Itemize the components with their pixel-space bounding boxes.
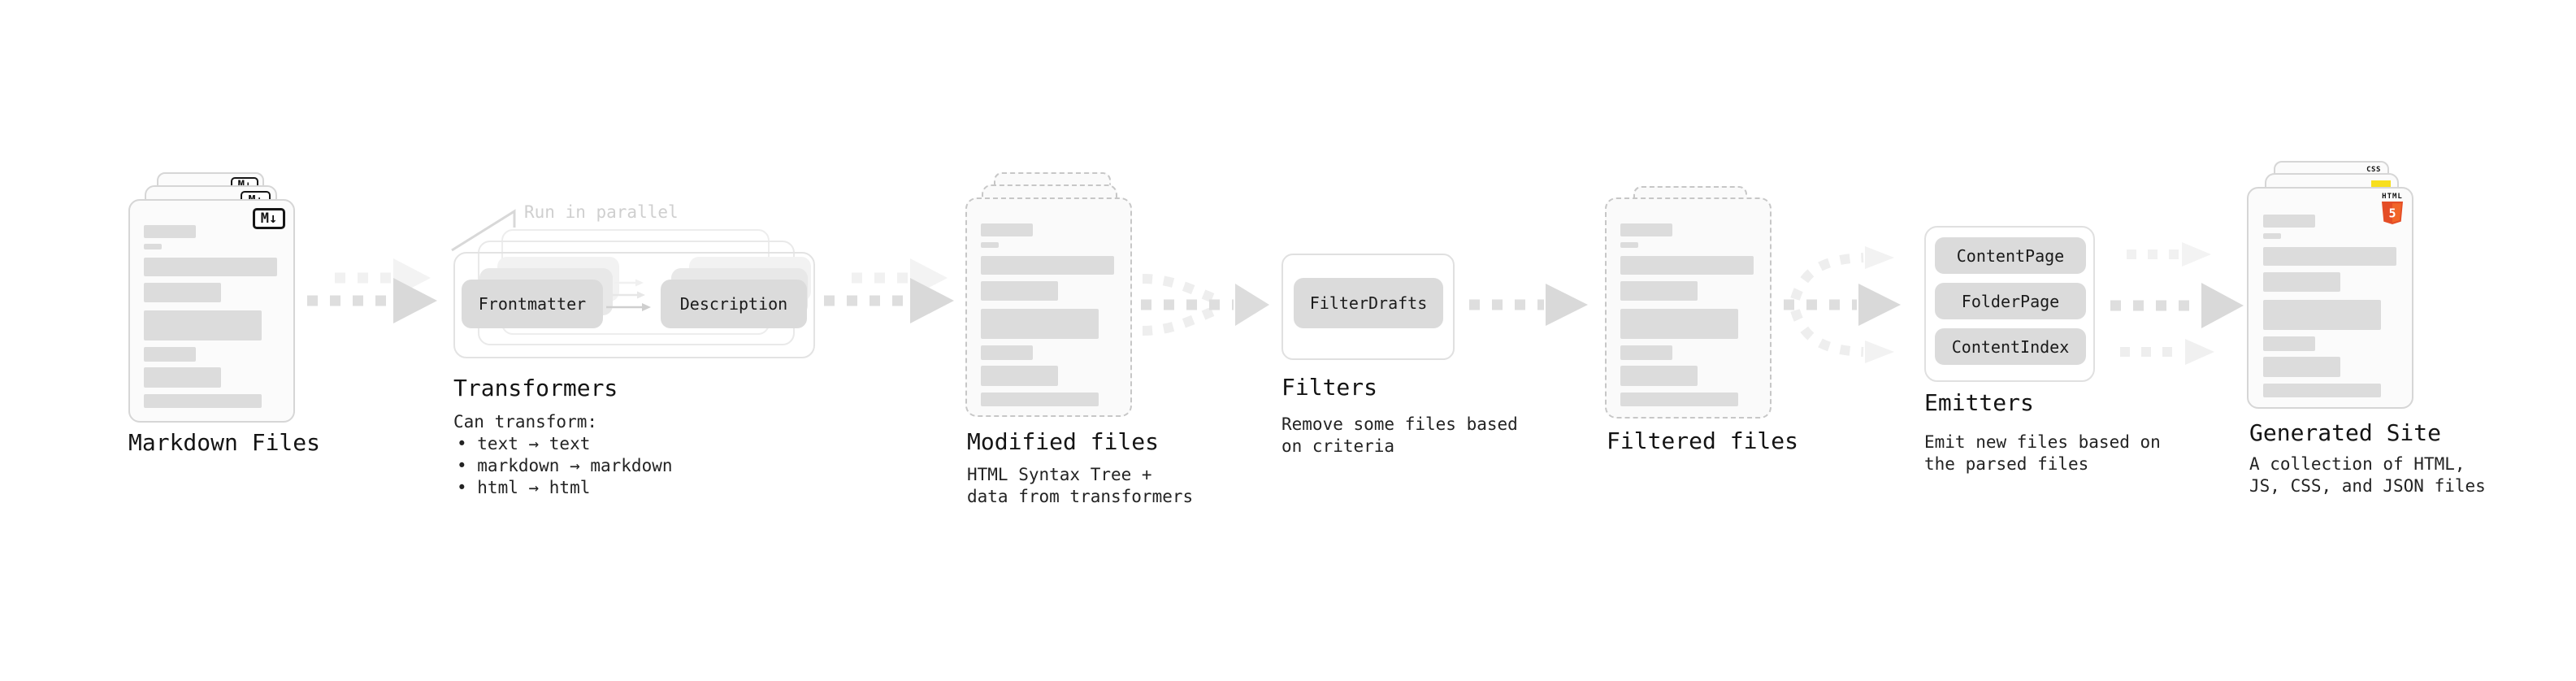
document-content-placeholder [130,201,293,408]
filtered-file-card [1605,197,1772,419]
placeholder-bar [144,225,196,238]
transformer-container [453,252,815,358]
emitter-contentpage-box: ContentPage [1935,237,2086,274]
css-badge-label: CSS [2366,166,2381,174]
placeholder-bar [981,223,1033,236]
html5-icon: HTML 5 [2381,193,2404,225]
placeholder-bar [981,281,1058,301]
html5-badge-label: HTML [2382,193,2403,201]
stage-title: Generated Site [2249,419,2442,446]
modified-file-card [965,197,1132,417]
placeholder-bar [144,310,262,340]
placeholder-bar [981,366,1058,386]
placeholder-bar [2263,272,2340,292]
placeholder-bar [1620,345,1672,360]
funnel-arrow-icon [1141,274,1269,336]
placeholder-bar [144,258,277,276]
placeholder-bar [144,347,196,362]
filter-filterdrafts-box: FilterDrafts [1294,278,1443,328]
list-item: • text → text [457,434,591,453]
placeholder-bar [2263,357,2340,377]
placeholder-bar [1620,393,1738,406]
placeholder-bar [1620,366,1698,386]
flow-arrow-icon [824,258,954,323]
js-icon [2371,180,2391,189]
list-item: • markdown → markdown [457,456,673,475]
transformer-frontmatter-box: Frontmatter [462,280,603,328]
placeholder-bar [2263,336,2315,351]
placeholder-bar [981,242,999,248]
stage-description: Remove some files based on criteria [1281,414,1518,456]
stage-description-title: Can transform: [453,412,598,432]
flow-arrow-icon [307,258,437,323]
document-content-placeholder [967,199,1130,406]
document-content-placeholder [1607,199,1770,406]
stage-description: A collection of HTML, JS, CSS, and JSON … [2249,454,2486,496]
stage-title: Filters [1281,374,1378,401]
emitter-contentindex-box: ContentIndex [1935,328,2086,365]
placeholder-bar [981,256,1114,275]
transformer-description-box: Description [661,280,807,328]
transform-arrows-icon [606,279,651,311]
split-arrow-icon [1784,246,1901,363]
placeholder-bar [144,283,221,302]
transform-capabilities-list: • text → text • markdown → markdown • ht… [457,434,673,497]
markdown-file-card: M↓ [128,199,295,423]
list-item: • html → html [457,478,591,497]
stage-title: Transformers [453,375,618,401]
placeholder-bar [2263,384,2381,397]
placeholder-bar [144,367,221,388]
run-in-parallel-annotation: Run in parallel [524,202,679,222]
stage-title: Filtered files [1607,427,1799,454]
document-content-placeholder [2249,189,2412,397]
stage-description: HTML Syntax Tree + data from transformer… [967,465,1194,506]
stage-description: Emit new files based on the parsed files [1924,432,2161,474]
placeholder-bar [2263,233,2281,239]
placeholder-bar [144,244,162,249]
placeholder-bar [981,393,1099,406]
annotation-leader-line [451,209,516,252]
stage-title: Markdown Files [128,429,321,456]
stage-title: Emitters [1924,389,2034,416]
placeholder-bar [1620,256,1754,275]
placeholder-bar [2263,300,2381,330]
placeholder-bar [981,345,1033,360]
markdown-icon: M↓ [253,208,285,229]
placeholder-bar [2263,247,2396,266]
placeholder-bar [981,309,1099,339]
html5-number: 5 [2388,206,2396,221]
placeholder-bar [1620,309,1738,339]
placeholder-bar [1620,281,1698,301]
emitter-folderpage-box: FolderPage [1935,283,2086,319]
html5-shield-icon: 5 [2382,202,2403,224]
placeholder-bar [144,394,262,408]
placeholder-bar [1620,242,1638,248]
site-file-card-html: HTML 5 [2247,187,2413,409]
stage-title: Modified files [967,428,1160,455]
placeholder-bar [2263,215,2315,228]
parallel-arrows-icon [2110,242,2244,365]
flow-arrow-icon [1469,284,1588,326]
placeholder-bar [1620,223,1672,236]
